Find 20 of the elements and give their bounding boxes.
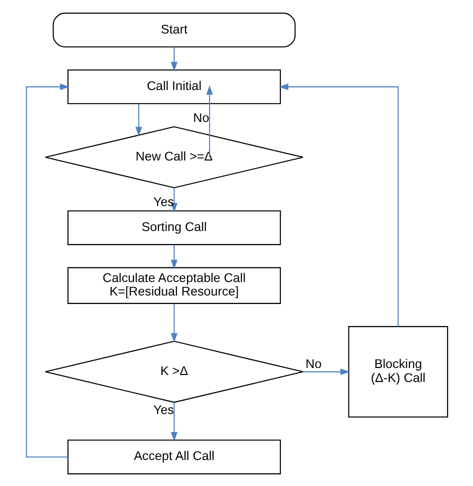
- edge-label: Yes: [152, 194, 174, 208]
- node-diamond: K >Δ: [44, 340, 303, 402]
- arrow: [170, 303, 177, 342]
- arrow: [134, 103, 142, 136]
- edge-label: No: [192, 110, 209, 125]
- node-box: Call Initial: [66, 68, 280, 104]
- arrow: [278, 83, 398, 326]
- edge-label: No: [305, 356, 322, 371]
- arrow: [170, 244, 177, 269]
- arrow: [206, 84, 212, 157]
- node-box: Accept All Call: [66, 439, 280, 474]
- node-box: Start: [52, 12, 296, 47]
- node-box: Blocking (Δ-K) Call: [348, 326, 448, 418]
- node-box: Calculate Acceptable Call K=[Residual Resource]: [66, 266, 280, 304]
- edge-label: Yes: [152, 402, 174, 416]
- arrow: [170, 46, 177, 71]
- arrow: [25, 83, 70, 457]
- node-box: Sorting Call: [66, 210, 280, 245]
- arrow: [170, 402, 177, 441]
- arrow: [302, 368, 350, 375]
